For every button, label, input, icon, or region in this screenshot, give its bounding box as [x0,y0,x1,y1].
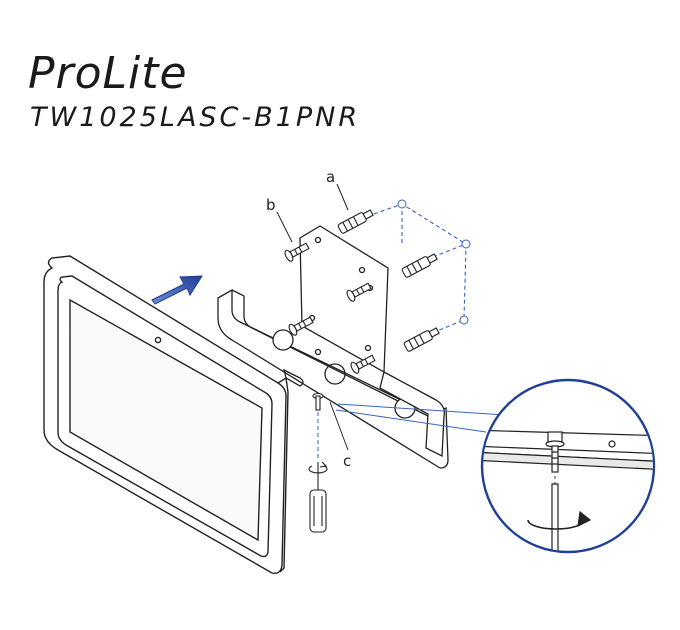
hole-marker [397,199,407,209]
hole-marker [461,239,471,249]
plate-screws [284,242,376,374]
cradle-screw [312,392,324,411]
brand-logo: ProLite [28,48,188,99]
model-number: TW1025LASC-B1PNR [30,102,361,133]
insert-direction-arrow [151,275,203,305]
vesa-plate [299,225,445,458]
callout-c: c [343,452,351,470]
hole-marker [459,315,469,325]
standoff-screws [337,209,440,352]
screwdriver [308,461,328,533]
detail-zoom-circle [480,378,656,554]
callout-b: b [266,196,276,214]
tablet-monitor [43,255,289,575]
callout-a: a [326,168,335,186]
